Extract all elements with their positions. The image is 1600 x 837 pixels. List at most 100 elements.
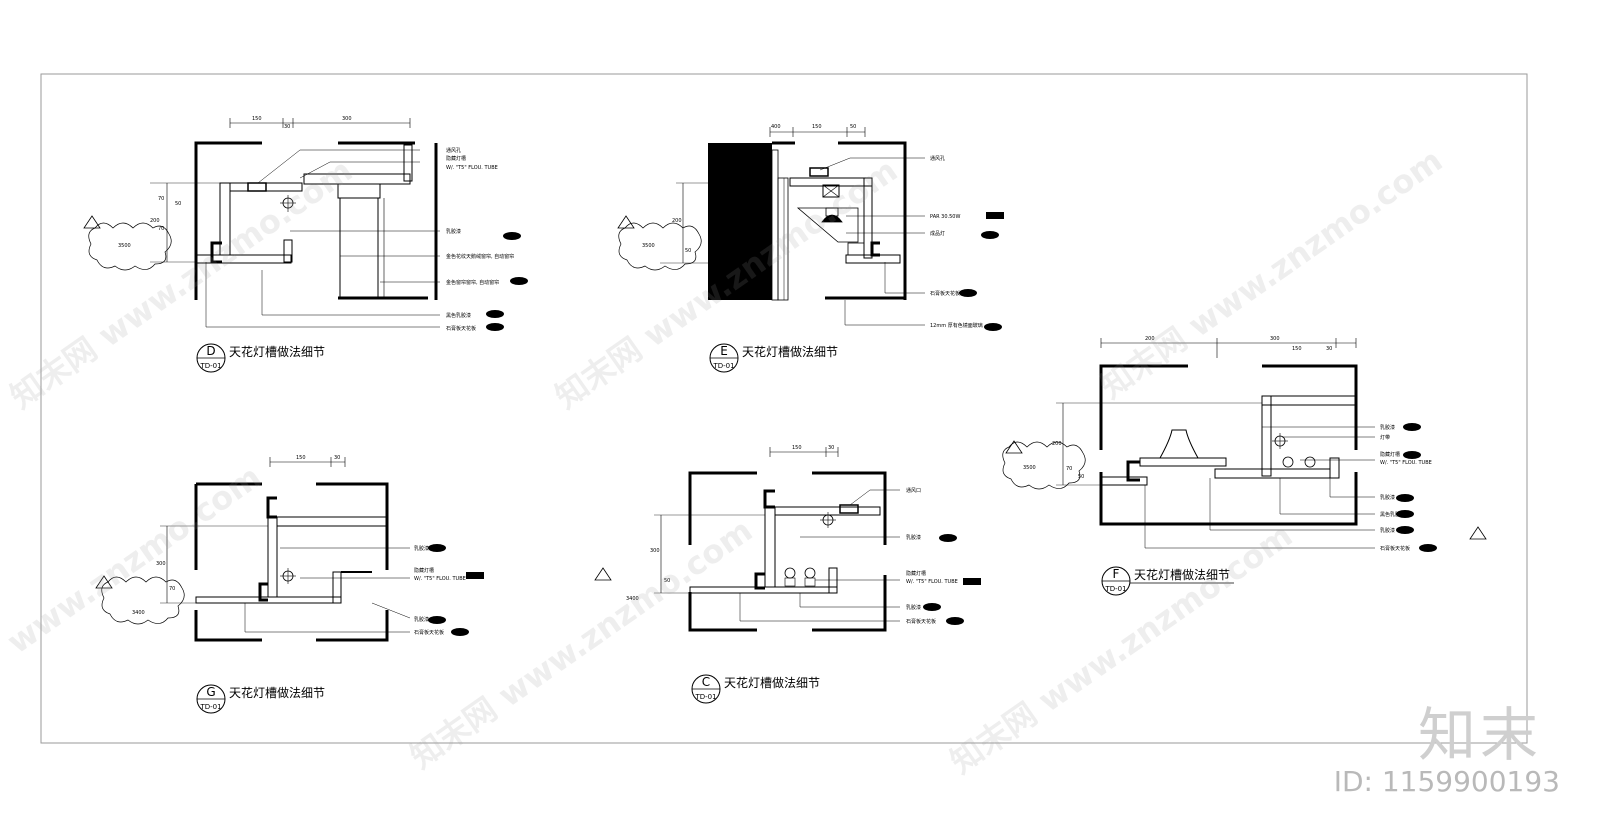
detail-g-tags — [428, 544, 484, 636]
wall-outline — [194, 610, 262, 642]
detail-c — [594, 447, 900, 632]
ceiling-board — [267, 516, 278, 598]
note: 成品灯 — [930, 230, 945, 237]
note: W/. "T5" FLOU. TUBE — [446, 165, 498, 171]
note: 石膏板天花板 — [446, 325, 476, 332]
glass-wall — [708, 143, 772, 300]
section-mark — [617, 215, 635, 229]
dim-label: 150 — [1292, 346, 1302, 352]
title-c: C TD-01 天花灯槽做法细节 — [691, 674, 820, 704]
detail-title: 天花灯槽做法细节 — [229, 685, 325, 700]
level-label: 3500 — [1023, 465, 1036, 471]
level-cloud — [88, 222, 172, 271]
note: 隐藏灯槽 — [446, 155, 466, 162]
note: 通风孔 — [930, 155, 945, 162]
detail-ref: TD-01 — [199, 362, 221, 370]
ceiling-board — [303, 173, 411, 185]
section-mark — [83, 215, 101, 229]
ceiling-board — [1139, 457, 1227, 467]
lamp-box — [822, 184, 840, 198]
note: 黑色乳胶漆 — [446, 312, 471, 319]
lamp-symbol — [1304, 456, 1316, 468]
sheet-border — [40, 73, 1528, 744]
section-mark — [1469, 526, 1487, 540]
dim-label: 70 — [158, 226, 164, 232]
wall-outline — [812, 575, 887, 632]
note: 乳胶漆 — [414, 545, 429, 552]
detail-d-tags — [486, 232, 528, 331]
note: 乳胶漆 — [414, 616, 429, 623]
dim-label: 200 — [1145, 336, 1155, 342]
ceiling-board — [1329, 457, 1340, 479]
title-f: F TD-01 天花灯槽做法细节 — [1101, 566, 1234, 596]
note: 乳胶漆 — [1380, 494, 1395, 501]
dim-label: 30 — [334, 455, 340, 461]
detail-id: D — [206, 344, 215, 358]
dim-label: 300 — [342, 116, 352, 122]
note: 石膏板天花板 — [414, 629, 444, 636]
detail-ref: TD-01 — [1104, 585, 1126, 593]
brand-logo: 知末 — [1417, 701, 1542, 769]
ceiling-board — [276, 516, 388, 527]
detail-id: C — [702, 675, 710, 689]
wall-outline — [812, 471, 887, 545]
note: W/. "T5" FLOU. TUBE — [414, 576, 466, 582]
note: 通风口 — [906, 487, 921, 494]
lamp-symbol — [1282, 456, 1294, 468]
ceiling-board — [195, 596, 342, 604]
dim-label: 30 — [828, 445, 834, 451]
ceiling-board — [774, 506, 881, 516]
title-e: E TD-01 天花灯槽做法细节 — [709, 343, 838, 373]
ceiling-board — [332, 571, 342, 604]
note: 黑色乳胶漆 — [1380, 511, 1405, 518]
level-label: 3500 — [118, 243, 131, 249]
detail-title: 天花灯槽做法细节 — [229, 344, 325, 359]
dim-label: 50 — [664, 578, 670, 584]
light-trough — [247, 182, 267, 192]
note: 隐藏灯槽 — [414, 567, 434, 574]
detail-d — [83, 118, 440, 328]
detail-id: E — [720, 344, 728, 358]
dim-label: 50 — [1078, 474, 1084, 480]
dim-label: 50 — [175, 201, 181, 207]
detail-title: 天花灯槽做法细节 — [724, 675, 820, 690]
note: 乳胶漆 — [906, 604, 921, 611]
wall-outline — [316, 482, 389, 570]
detail-d-texts: 150 30 300 70 50 200 70 3500 通风孔 隐藏灯槽 W/… — [118, 116, 514, 332]
section-mark — [594, 567, 612, 581]
level-label: 3500 — [642, 243, 655, 249]
level-cloud — [1002, 441, 1086, 490]
wall-outline — [688, 592, 757, 632]
note: 石膏板天花板 — [1380, 545, 1410, 552]
wall-outline — [1262, 364, 1358, 450]
dim-label: 200 — [1052, 441, 1062, 447]
level-label: 3400 — [132, 610, 145, 616]
wall-outline — [838, 141, 907, 300]
note: 灯带 — [1380, 434, 1390, 441]
cove-channel — [763, 489, 775, 509]
detail-id: F — [1113, 567, 1120, 581]
ceiling-board — [283, 239, 293, 263]
note: 金色花纹天鹅绒窗帘, 自动窗帘 — [446, 253, 514, 260]
detail-ref: TD-01 — [712, 362, 734, 370]
wall-outline — [316, 610, 389, 642]
note: 隐藏灯槽 — [906, 570, 926, 577]
cove-channel — [754, 572, 765, 590]
wall-outline — [688, 471, 757, 545]
wall-outline — [1099, 472, 1358, 526]
detail-title: 天花灯槽做法细节 — [742, 344, 838, 359]
dim-label: 30 — [1326, 346, 1332, 352]
title-d: D TD-01 天花灯槽做法细节 — [196, 343, 325, 373]
detail-title: 天花灯槽做法细节 — [1134, 567, 1230, 582]
note: 石膏板天花板 — [930, 290, 960, 297]
dim-label: 150 — [812, 124, 822, 130]
curtain-box — [337, 183, 381, 199]
vent — [839, 504, 859, 514]
wall-outline — [194, 141, 262, 300]
note: PAR 30.50W — [930, 214, 960, 220]
note: W/. "T5" FLOU. TUBE — [906, 579, 958, 585]
wall-outline — [1099, 364, 1188, 450]
detail-e-texts: 400 150 50 200 50 3500 通风孔 PAR 30.50W 成品… — [642, 124, 983, 329]
image-id-label: ID: 1159900193 — [1333, 765, 1560, 798]
note: 隐藏灯槽 — [1380, 451, 1400, 458]
